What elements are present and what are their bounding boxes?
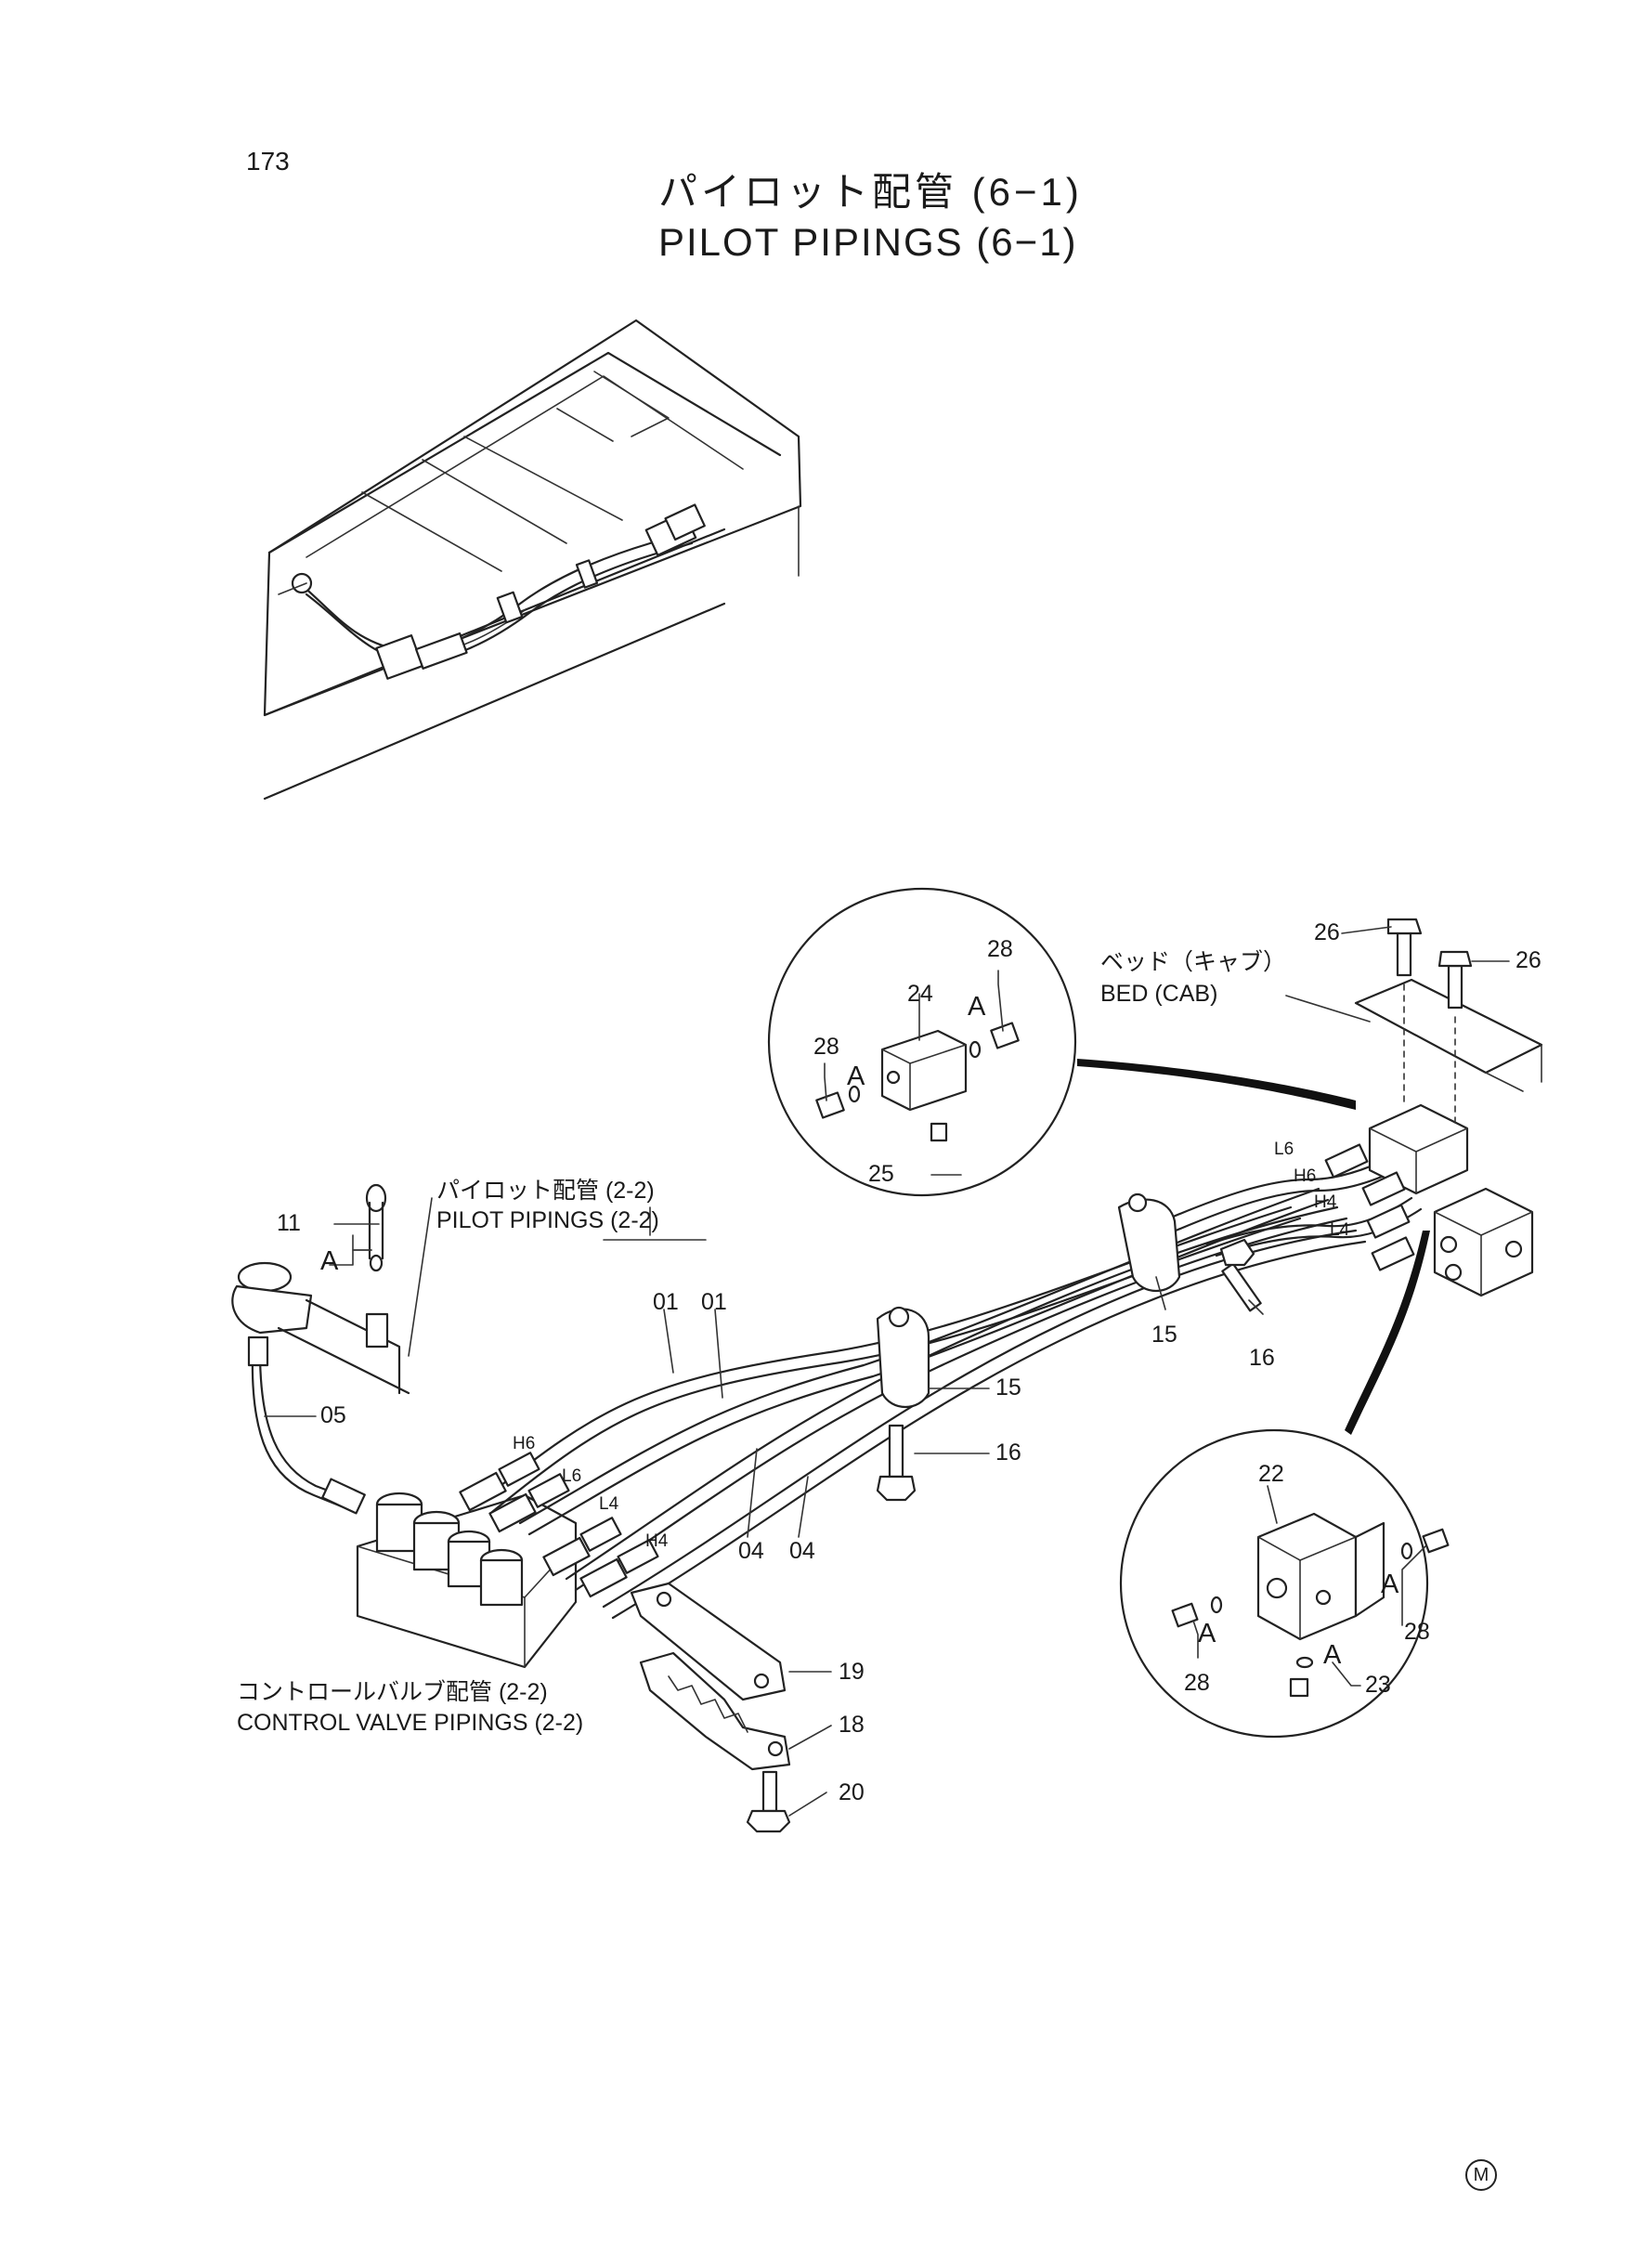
- bolts-16: [876, 1238, 1262, 1502]
- hose-port-l4-right: L4: [1330, 1220, 1350, 1240]
- page-number: 173: [246, 147, 290, 176]
- callout-04b[interactable]: 04: [789, 1538, 815, 1564]
- callout-11[interactable]: 11: [277, 1210, 301, 1236]
- callout-28a[interactable]: 28: [987, 936, 1013, 962]
- detail-marker-a-lower-right: A: [1381, 1570, 1399, 1599]
- detail-marker-a-lower-bottom: A: [1323, 1640, 1342, 1670]
- callout-22[interactable]: 22: [1258, 1461, 1284, 1487]
- callout-19[interactable]: 19: [839, 1659, 865, 1685]
- detail-marker-a-upper-left: A: [847, 1062, 865, 1091]
- circled-m-mark: M: [1465, 2159, 1497, 2191]
- ref-control-valve-pipings-jp[interactable]: コントロールバルブ配管 (2-2): [237, 1679, 548, 1705]
- callout-01b[interactable]: 01: [701, 1289, 727, 1315]
- callout-28c[interactable]: 28: [1404, 1619, 1430, 1645]
- detail-circle-lower: [1119, 1428, 1450, 1739]
- page-title-english: PILOT PIPINGS (6−1): [658, 220, 1078, 264]
- ref-pilot-pipings-en[interactable]: PILOT PIPINGS (2-2): [436, 1207, 659, 1233]
- cab-bed-manifolds: [1324, 918, 1543, 1297]
- detail-marker-a-lower-left: A: [1198, 1619, 1216, 1648]
- detail-marker-a-upper-right: A: [968, 992, 986, 1022]
- callout-18[interactable]: 18: [839, 1712, 865, 1738]
- callout-25[interactable]: 25: [868, 1161, 894, 1187]
- machine-frame-overview: [263, 319, 802, 801]
- callout-15a[interactable]: 15: [995, 1375, 1021, 1401]
- detail-circle-upper: [767, 887, 1077, 1197]
- ref-control-valve-pipings-en[interactable]: CONTROL VALVE PIPINGS (2-2): [237, 1710, 584, 1736]
- hose-port-l6-left: L6: [562, 1466, 582, 1486]
- hose-clamps: [876, 1192, 1181, 1408]
- hose-port-l4-left: L4: [599, 1494, 619, 1514]
- hose-port-l6-right: L6: [1274, 1140, 1294, 1159]
- control-valve-block: [356, 1492, 578, 1669]
- hose-port-h6-right: H6: [1294, 1166, 1317, 1186]
- callout-28b[interactable]: 28: [813, 1034, 839, 1060]
- callout-24[interactable]: 24: [907, 981, 933, 1007]
- detail-leader-lower: [1345, 1231, 1430, 1435]
- hose-port-h4-left: H4: [645, 1531, 669, 1551]
- leader-lines: [264, 926, 1510, 1817]
- left-hose-fittings: [459, 1452, 659, 1598]
- callout-26a[interactable]: 26: [1314, 919, 1340, 945]
- callout-28d[interactable]: 28: [1184, 1670, 1210, 1696]
- callout-01a[interactable]: 01: [653, 1289, 679, 1315]
- callout-16b[interactable]: 16: [1249, 1345, 1275, 1371]
- bracket-assembly: [630, 1582, 791, 1833]
- callout-04a[interactable]: 04: [738, 1538, 764, 1564]
- hose-port-h4-right: H4: [1314, 1192, 1337, 1212]
- ref-pilot-pipings-jp[interactable]: パイロット配管 (2-2): [436, 1178, 655, 1204]
- ref-bed-cab-jp: ベッド（キャブ）: [1100, 949, 1287, 975]
- callout-05[interactable]: 05: [320, 1402, 346, 1428]
- callout-15b[interactable]: 15: [1151, 1322, 1177, 1348]
- page-title-japanese: パイロット配管 (6−1): [658, 170, 1083, 214]
- callout-16a[interactable]: 16: [995, 1440, 1021, 1466]
- detail-marker-a-left: A: [320, 1246, 339, 1276]
- pilot-valve-fitting: [231, 1183, 410, 1515]
- callout-23[interactable]: 23: [1365, 1672, 1391, 1698]
- callout-26b[interactable]: 26: [1515, 947, 1541, 973]
- ref-bed-cab-en: BED (CAB): [1100, 981, 1218, 1007]
- callout-20[interactable]: 20: [839, 1779, 865, 1805]
- detail-leader-upper: [1077, 1059, 1356, 1110]
- hose-port-h6-left: H6: [513, 1434, 536, 1453]
